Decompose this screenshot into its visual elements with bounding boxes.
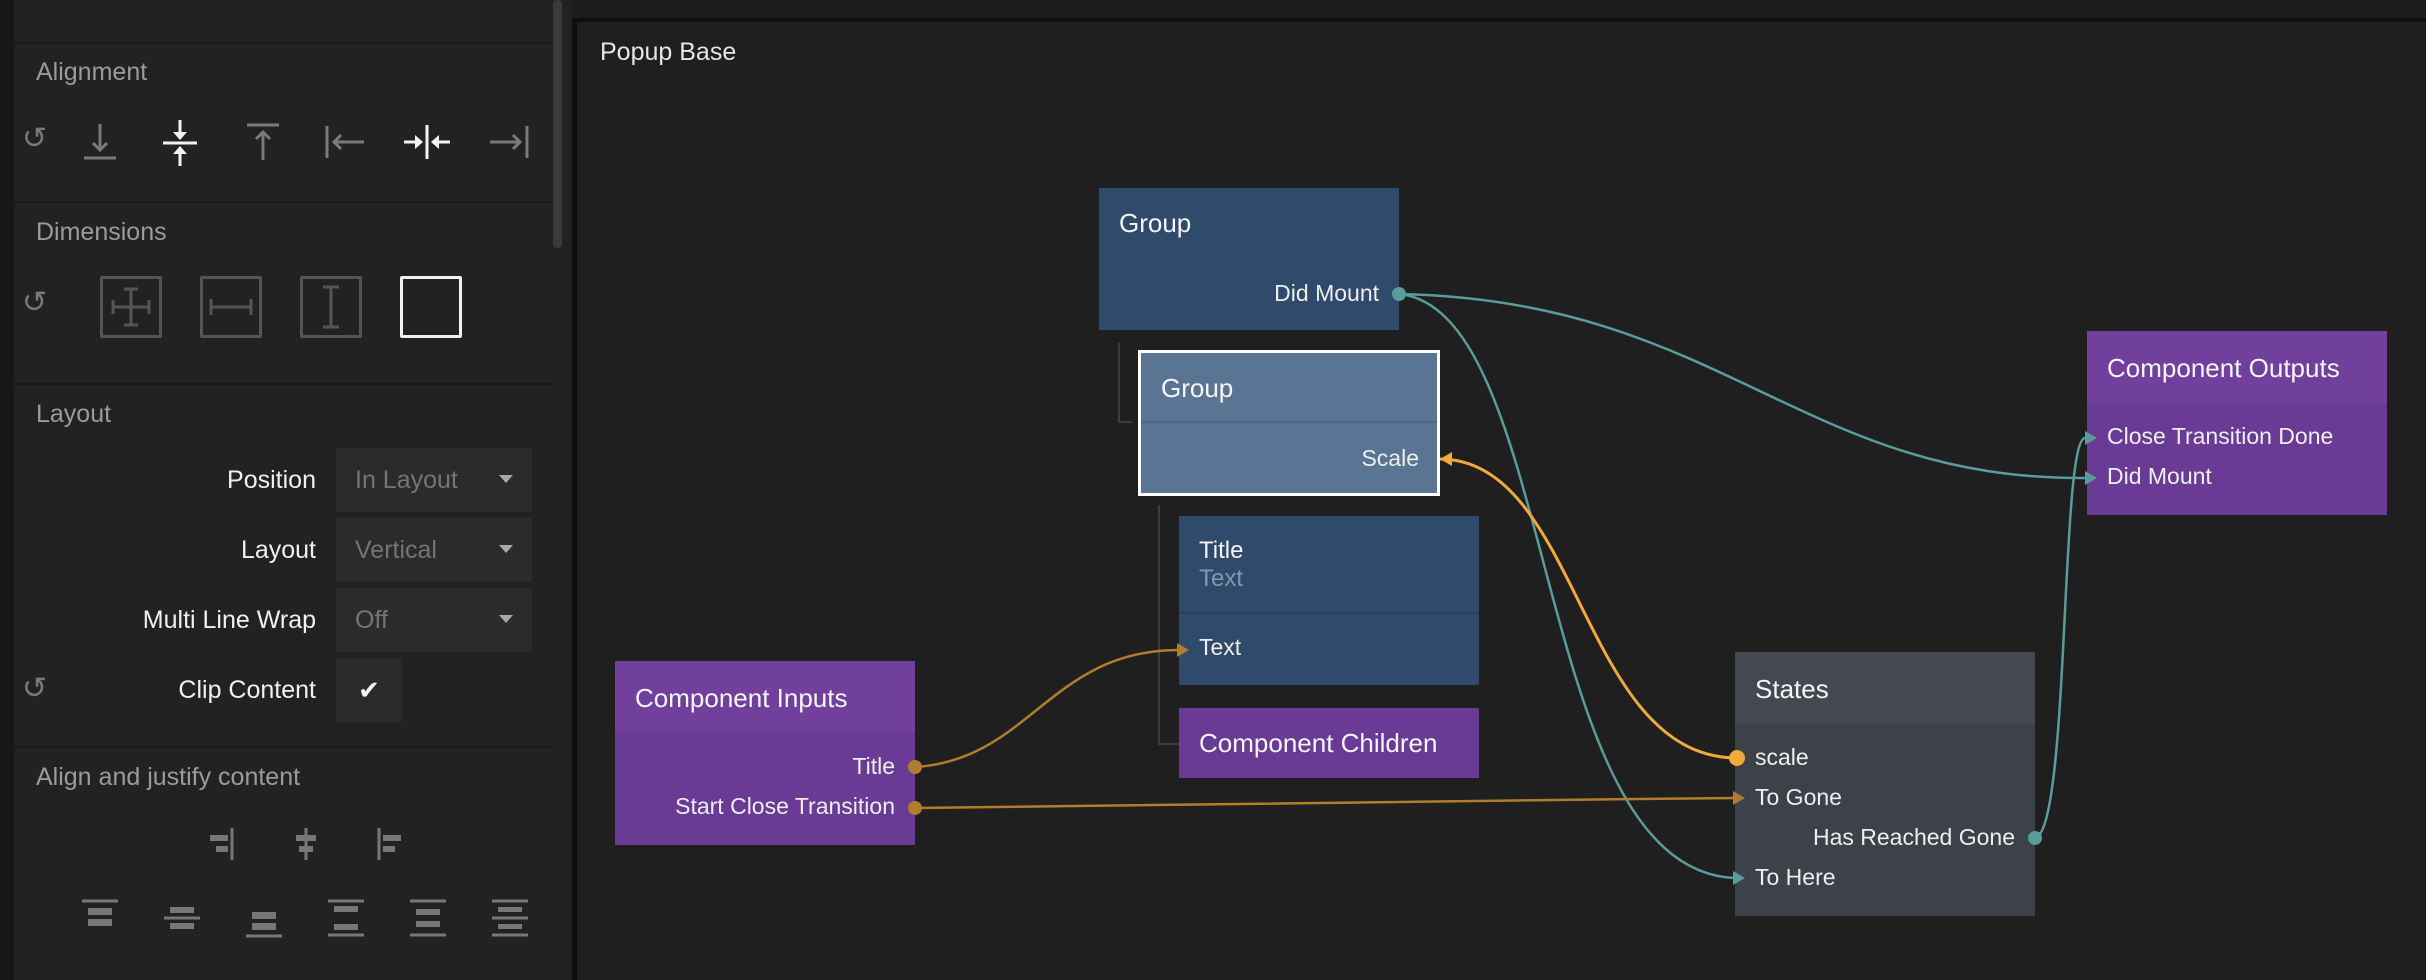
- alignment-title: Alignment: [36, 58, 148, 86]
- multi-line-wrap-label: Multi Line Wrap: [142, 606, 316, 634]
- node-title: Component Outputs: [2107, 353, 2340, 383]
- node-subtitle: Text: [1199, 565, 1244, 592]
- align-justify-title: Align and justify content: [36, 763, 301, 791]
- component-children-node[interactable]: Component Children: [1179, 708, 1479, 778]
- reset-icon[interactable]: ↺: [22, 122, 48, 155]
- has-reached-gone-output-port[interactable]: Has Reached Gone: [1812, 824, 2015, 850]
- node-title: Group: [1161, 373, 1234, 403]
- component-inputs-node[interactable]: Component Inputs Title Start Close Trans…: [615, 661, 915, 845]
- wire-start-close-to-to-gone: [914, 796, 1736, 810]
- multi-line-wrap-select[interactable]: Off: [336, 588, 532, 652]
- align-center-horizontal-icon[interactable]: [402, 122, 452, 162]
- wire-title-to-text: [914, 648, 1180, 769]
- canvas-title: Popup Base: [600, 38, 737, 66]
- chevron-down-icon: [499, 545, 513, 553]
- justify-end-icon[interactable]: [244, 900, 284, 940]
- canvas-top-bar: [572, 0, 2426, 22]
- start-close-transition-output-port[interactable]: Start Close Transition: [675, 793, 895, 819]
- justify-space-between-icon[interactable]: [326, 898, 366, 938]
- layout-select[interactable]: Vertical: [336, 518, 532, 582]
- clip-content-label: Clip Content: [178, 676, 316, 704]
- panel-divider[interactable]: [572, 0, 577, 980]
- multi-line-wrap-value: Off: [355, 606, 388, 634]
- reset-icon[interactable]: ↺: [22, 672, 48, 705]
- align-items-right-icon[interactable]: [206, 826, 238, 862]
- section-divider: [14, 201, 552, 203]
- layout-title: Layout: [36, 400, 112, 428]
- to-gone-input-port[interactable]: To Gone: [1755, 784, 1842, 810]
- position-value: In Layout: [355, 466, 458, 494]
- dimension-fixed-width-icon[interactable]: [200, 276, 262, 338]
- node-divider: [1179, 612, 1479, 614]
- align-left-icon[interactable]: [322, 122, 368, 162]
- chevron-down-icon: [499, 615, 513, 623]
- checkmark-icon: ✔: [358, 674, 380, 705]
- align-bottom-icon[interactable]: [80, 120, 120, 164]
- reset-icon[interactable]: ↺: [22, 286, 48, 319]
- align-right-icon[interactable]: [486, 122, 532, 162]
- component-outputs-node[interactable]: Component Outputs Close Transition Done …: [2087, 331, 2387, 515]
- scale-output-port[interactable]: scale: [1755, 744, 1809, 770]
- text-input-port[interactable]: Text: [1199, 634, 1242, 660]
- title-output-port[interactable]: Title: [852, 753, 895, 779]
- did-mount-input-port[interactable]: Did Mount: [2107, 463, 2212, 489]
- scale-input-port[interactable]: Scale: [1361, 445, 1419, 471]
- node-title: Component Inputs: [635, 683, 848, 713]
- arrow-head: [1440, 452, 1452, 466]
- justify-center-icon[interactable]: [162, 898, 202, 938]
- wire-scale-to-group: [1439, 457, 1736, 760]
- states-node[interactable]: States scale To Gone Has Reached Gone To…: [1735, 652, 2035, 916]
- hierarchy-bracket: [1118, 343, 1132, 423]
- group-node[interactable]: Group Did Mount: [1099, 188, 1399, 330]
- dimensions-title: Dimensions: [36, 218, 167, 246]
- align-items-left-icon[interactable]: [374, 826, 406, 862]
- section-divider: [14, 42, 552, 44]
- justify-start-icon[interactable]: [80, 898, 120, 938]
- dimension-auto-icon[interactable]: [400, 276, 462, 338]
- wire-reached-gone-to-outputs: [2034, 436, 2086, 840]
- node-title: Group: [1119, 208, 1192, 238]
- clip-content-checkbox[interactable]: ✔: [336, 658, 402, 722]
- to-here-input-port[interactable]: To Here: [1755, 864, 1836, 890]
- chevron-down-icon: [499, 475, 513, 483]
- position-select[interactable]: In Layout: [336, 448, 532, 512]
- position-label: Position: [227, 466, 316, 494]
- layout-value: Vertical: [355, 536, 437, 564]
- node-title: Component Children: [1199, 728, 1438, 758]
- wire-did-mount-to-outputs: [1398, 292, 2086, 480]
- dimension-fixed-both-icon[interactable]: [100, 276, 162, 338]
- align-items-center-icon[interactable]: [290, 826, 322, 862]
- justify-space-evenly-icon[interactable]: [490, 898, 530, 938]
- node-header: States: [1735, 652, 2035, 724]
- layout-label: Layout: [240, 536, 316, 564]
- justify-space-around-icon[interactable]: [408, 898, 448, 938]
- panel-scrollbar[interactable]: [553, 0, 562, 248]
- align-top-icon[interactable]: [243, 120, 283, 164]
- property-panel: Alignment ↺ Dimensions ↺ Layout Position…: [0, 0, 572, 980]
- close-transition-done-input-port[interactable]: Close Transition Done: [2107, 423, 2334, 449]
- node-header: Component Inputs: [615, 661, 915, 733]
- section-divider: [14, 383, 552, 385]
- align-center-vertical-icon[interactable]: [160, 118, 200, 168]
- node-divider: [1141, 421, 1437, 423]
- section-divider: [14, 746, 552, 748]
- hierarchy-bracket: [1158, 505, 1180, 745]
- did-mount-output-port[interactable]: Did Mount: [1274, 280, 1379, 306]
- dimension-fixed-height-icon[interactable]: [300, 276, 362, 338]
- node-title: Title: [1199, 537, 1244, 564]
- node-title: States: [1755, 674, 1829, 704]
- title-text-node[interactable]: Title Text Text: [1179, 516, 1479, 685]
- panel-edge: [0, 0, 14, 980]
- group-node-selected[interactable]: Group Scale: [1138, 350, 1440, 496]
- node-header: Component Outputs: [2087, 331, 2387, 403]
